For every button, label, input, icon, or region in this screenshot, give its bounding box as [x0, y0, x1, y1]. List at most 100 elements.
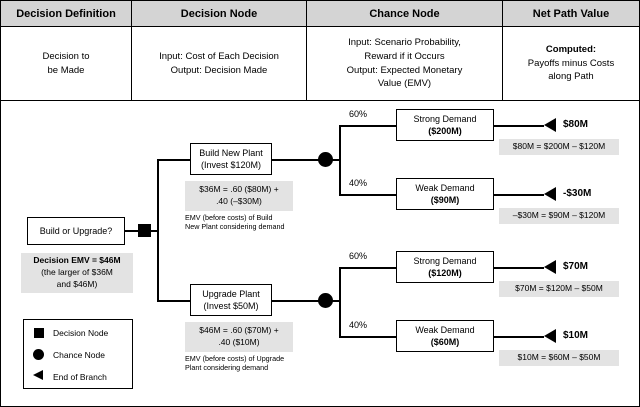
end-of-branch-triangle-upgrade-weak	[544, 329, 556, 343]
endline-build-strong	[494, 125, 544, 127]
payoff-upgrade-weak: $10M	[563, 330, 589, 341]
upgrade-plant-line1: Upgrade Plant	[202, 288, 260, 299]
header-body-row: Decision to be Made Input: Cost of Each …	[1, 27, 639, 101]
payoff-build-strong: $80M	[563, 119, 589, 130]
build-new-plant-emv-note: $36M = .60 ($80M) + .40 (–$30M)	[185, 181, 293, 211]
chance-top-upper-line	[339, 125, 397, 127]
decision-node-square[interactable]	[138, 224, 151, 237]
header-body-line: Reward if it Occurs	[364, 50, 445, 62]
outcome-value-build-weak: ($90M)	[430, 195, 460, 205]
root-emv-line3: and $46M)	[56, 278, 98, 289]
build-new-plant-line1: Build New Plant	[199, 147, 263, 158]
outcome-box-upgrade-strong[interactable]: Strong Demand ($120M)	[396, 251, 494, 283]
header-title-net-path-value: Net Path Value	[503, 1, 639, 27]
upgrade-plant-caption: EMV (before costs) of Upgrade Plant cons…	[185, 354, 300, 373]
outcome-box-build-weak[interactable]: Weak Demand ($90M)	[396, 178, 494, 210]
end-of-branch-triangle-build-weak	[544, 187, 556, 201]
legend-label-chance-node: Chance Node	[53, 350, 105, 360]
outcome-value-upgrade-weak: ($60M)	[430, 337, 460, 347]
chance-top-lower-line	[339, 194, 397, 196]
probability-label-upgrade-strong: 60%	[349, 251, 368, 261]
end-of-branch-triangle-upgrade-strong	[544, 260, 556, 274]
calc-upgrade-weak: $10M = $60M – $50M	[499, 350, 619, 366]
legend-end-of-branch-icon	[33, 370, 43, 380]
probability-label-build-weak: 40%	[349, 178, 368, 188]
probability-label-build-strong: 60%	[349, 109, 368, 119]
payoff-upgrade-strong: $70M	[563, 261, 589, 272]
outcome-value-upgrade-strong: ($120M)	[428, 268, 462, 278]
calc-build-strong: $80M = $200M – $120M	[499, 139, 619, 155]
outcome-name-build-weak: Weak Demand	[415, 182, 475, 193]
header-title-decision-definition: Decision Definition	[1, 1, 132, 27]
upgrade-plant-box[interactable]: Upgrade Plant (Invest $50M)	[190, 284, 272, 316]
header-body-line: Output: Expected Monetary	[346, 64, 463, 76]
build-caption-line1: EMV (before costs) of Build	[185, 213, 273, 222]
root-emv-note: Decision EMV = $46M (the larger of $36M …	[21, 253, 133, 293]
outcome-name-build-strong: Strong Demand	[413, 113, 477, 124]
legend-decision-node-icon	[34, 328, 44, 338]
chance-bottom-split-vline	[339, 267, 341, 337]
header-body-line: Decision to	[42, 50, 90, 62]
header-title-decision-node: Decision Node	[132, 1, 307, 27]
outcome-box-upgrade-weak[interactable]: Weak Demand ($60M)	[396, 320, 494, 352]
chance-bottom-upper-line	[339, 267, 397, 269]
header-body-line: Input: Cost of Each Decision	[159, 50, 279, 62]
header-body-line: Payoffs minus Costs	[527, 57, 615, 69]
build-emv-line1: $36M = .60 ($80M) +	[199, 184, 279, 195]
legend-label-decision-node: Decision Node	[53, 328, 109, 338]
chance-bottom-lower-line	[339, 336, 397, 338]
upgrade-caption-line1: EMV (before costs) of Upgrade	[185, 354, 285, 363]
calc-upgrade-strong: $70M = $120M – $50M	[499, 281, 619, 297]
outcome-value-build-strong: ($200M)	[428, 126, 462, 136]
outcome-name-upgrade-weak: Weak Demand	[415, 324, 475, 335]
probability-label-upgrade-weak: 40%	[349, 320, 368, 330]
root-connector	[125, 230, 139, 232]
header-title-row: Decision Definition Decision Node Chance…	[1, 1, 639, 27]
build-to-chance-line	[272, 159, 319, 161]
build-emv-line2: .40 (–$30M)	[216, 196, 262, 206]
header-table: Decision Definition Decision Node Chance…	[1, 1, 639, 101]
legend-chance-node-icon	[33, 349, 44, 360]
end-of-branch-triangle-build-strong	[544, 118, 556, 132]
chance-bottom-stub	[332, 300, 340, 302]
chance-node-circle-bottom[interactable]	[318, 293, 333, 308]
root-split-stub	[151, 230, 158, 232]
chance-top-stub	[332, 159, 340, 161]
tree-canvas: Build or Upgrade? Decision EMV = $46M (t…	[1, 101, 639, 407]
branch-bottom-hline	[157, 300, 191, 302]
outcome-box-build-strong[interactable]: Strong Demand ($200M)	[396, 109, 494, 141]
header-body-line: Computed:	[545, 43, 597, 55]
upgrade-to-chance-line	[272, 300, 319, 302]
upgrade-caption-line2: Plant considering demand	[185, 363, 269, 373]
upgrade-plant-emv-note: $46M = .60 ($70M) + .40 ($10M)	[185, 322, 293, 352]
header-body-line: Input: Scenario Probability,	[348, 36, 461, 48]
branch-top-hline	[157, 159, 191, 161]
header-body-line: Value (EMV)	[377, 78, 432, 90]
root-decision-label: Build or Upgrade?	[39, 225, 113, 236]
upgrade-plant-line2: (Invest $50M)	[203, 301, 259, 311]
legend-label-end-of-branch: End of Branch	[53, 372, 107, 382]
header-title-chance-node: Chance Node	[307, 1, 503, 27]
calc-build-weak: –$30M = $90M – $120M	[499, 208, 619, 224]
build-new-plant-caption: EMV (before costs) of Build New Plant co…	[185, 213, 297, 232]
upgrade-emv-line1: $46M = .60 ($70M) +	[199, 325, 279, 336]
payoff-build-weak: -$30M	[563, 188, 592, 199]
build-caption-line2: New Plant considering demand	[185, 222, 285, 232]
endline-build-weak	[494, 194, 544, 196]
endline-upgrade-strong	[494, 267, 544, 269]
header-body-decision-definition: Decision to be Made	[1, 27, 132, 101]
root-emv-line1: Decision EMV = $46M	[33, 255, 121, 266]
header-body-decision-node: Input: Cost of Each Decision Output: Dec…	[132, 27, 307, 101]
build-new-plant-line2: (Invest $120M)	[200, 160, 262, 170]
upgrade-emv-line2: .40 ($10M)	[218, 337, 260, 347]
header-body-line: along Path	[548, 71, 594, 83]
root-decision-box[interactable]: Build or Upgrade?	[27, 217, 125, 245]
build-new-plant-box[interactable]: Build New Plant (Invest $120M)	[190, 143, 272, 175]
header-body-chance-node: Input: Scenario Probability, Reward if i…	[307, 27, 503, 101]
header-body-net-path-value: Computed: Payoffs minus Costs along Path	[503, 27, 639, 101]
outcome-name-upgrade-strong: Strong Demand	[413, 255, 477, 266]
root-emv-line2: (the larger of $36M	[41, 267, 113, 278]
chance-node-circle-top[interactable]	[318, 152, 333, 167]
endline-upgrade-weak	[494, 336, 544, 338]
